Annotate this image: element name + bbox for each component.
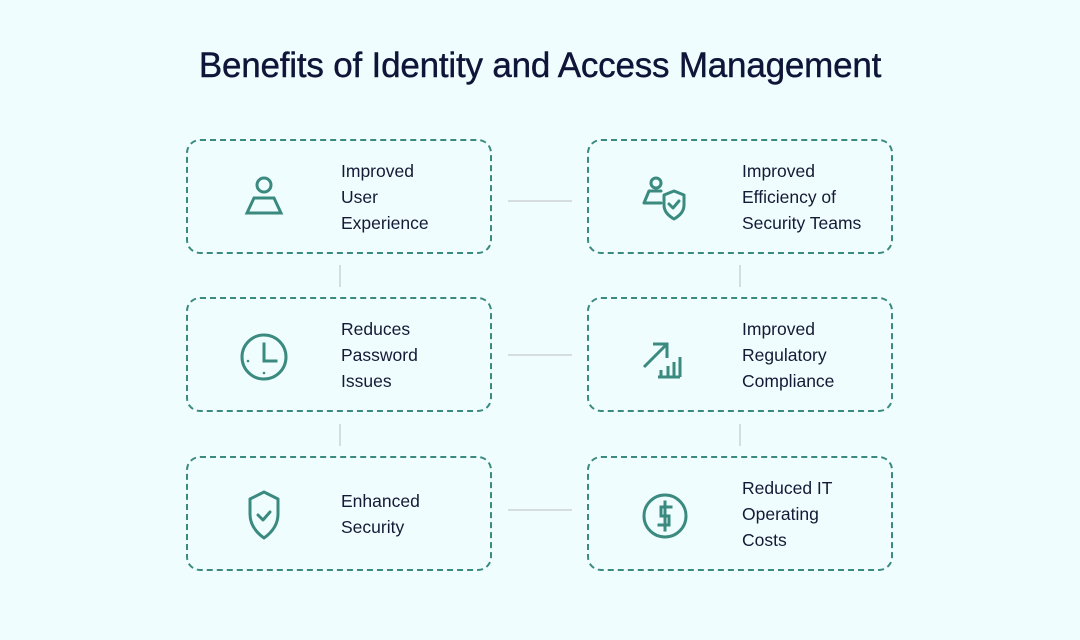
card-label-line: Security Teams: [742, 212, 862, 233]
card-improved-regulatory-compliance: Improved Regulatory Compliance: [587, 297, 893, 412]
user-icon: [232, 173, 296, 225]
card-label-line: Improved: [742, 318, 815, 339]
card-label-line: Enhanced: [341, 490, 420, 511]
card-label-line: Issues: [341, 370, 392, 391]
card-label-line: Costs: [742, 529, 787, 550]
card-label-line: Improved: [742, 160, 815, 181]
card-label-line: Reduced IT: [742, 477, 833, 498]
clock-icon: [232, 331, 296, 383]
card-label-line: Experience: [341, 212, 429, 233]
connector-row-3: [508, 509, 572, 511]
card-label-line: Compliance: [742, 370, 835, 391]
card-label-line: Reduces: [341, 318, 411, 339]
card-label-line: User: [341, 186, 378, 207]
card-label-line: Password: [341, 344, 418, 365]
card-label-line: Improved: [341, 160, 414, 181]
card-enhanced-security: Enhanced Security: [186, 456, 492, 571]
dollar-icon: [633, 490, 697, 542]
card-improved-user-experience: Improved User Experience: [186, 139, 492, 254]
card-reduced-it-operating-costs: Reduced IT Operating Costs: [587, 456, 893, 571]
card-improved-efficiency-security-teams: Improved Efficiency of Security Teams: [587, 139, 893, 254]
connector-left-2: [339, 424, 341, 446]
user-shield-icon: [633, 173, 697, 225]
connector-right-2: [739, 424, 741, 446]
connector-row-1: [508, 200, 572, 202]
card-label-line: Operating: [742, 503, 819, 524]
connector-left-1: [339, 265, 341, 287]
shield-check-icon: [232, 490, 296, 542]
connector-row-2: [508, 354, 572, 356]
page-title: Benefits of Identity and Access Manageme…: [198, 46, 882, 85]
growth-chart-icon: [633, 331, 697, 383]
card-label-line: Security: [341, 516, 405, 537]
card-label-line: Efficiency of: [742, 186, 837, 207]
card-reduces-password-issues: Reduces Password Issues: [186, 297, 492, 412]
card-label-line: Regulatory: [742, 344, 827, 365]
connector-right-1: [739, 265, 741, 287]
